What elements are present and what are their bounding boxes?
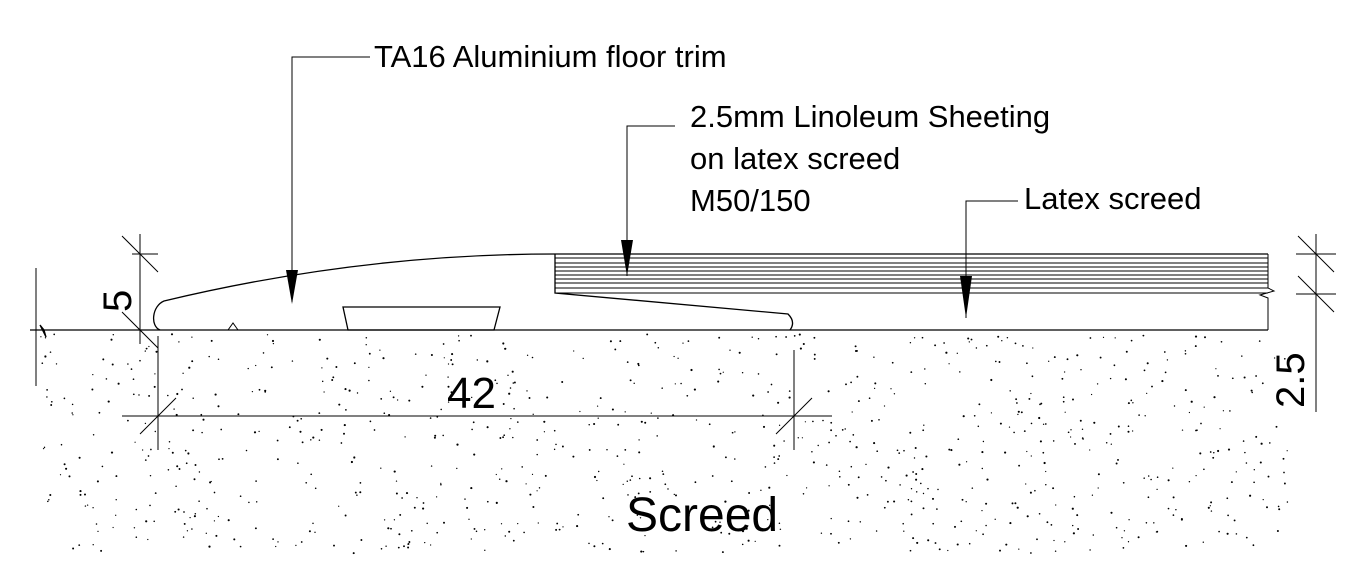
dim-width-trim-value: 42 bbox=[447, 369, 496, 418]
dim-height-trim bbox=[121, 234, 159, 349]
lino-label-line3: M50/150 bbox=[690, 183, 811, 218]
trim-leader bbox=[286, 56, 370, 304]
linoleum-layers bbox=[555, 257, 1268, 294]
trim-foot bbox=[342, 306, 501, 331]
latex-leader bbox=[960, 200, 1018, 318]
lino-label-line1: 2.5mm Linoleum Sheeting bbox=[690, 99, 1050, 134]
dim-height-lino-value: 2.5 bbox=[1269, 352, 1313, 408]
aluminium-trim-profile bbox=[153, 253, 1268, 331]
lino-right-break bbox=[1258, 254, 1276, 330]
trim-nib bbox=[227, 322, 239, 331]
lino-leader bbox=[621, 125, 675, 276]
dim-height-trim-value: 5 bbox=[96, 290, 140, 312]
trim-tail bbox=[554, 254, 794, 331]
trim-label: TA16 Aluminium floor trim bbox=[374, 39, 727, 74]
lino-label-line2: on latex screed bbox=[690, 141, 900, 176]
dim-height-lino bbox=[1296, 234, 1336, 412]
screed-stipple bbox=[40, 333, 1291, 555]
latex-label: Latex screed bbox=[1024, 181, 1202, 216]
screed-label: Screed bbox=[626, 489, 778, 542]
dim-width-trim bbox=[122, 336, 832, 450]
screed-top-line bbox=[30, 324, 1268, 338]
